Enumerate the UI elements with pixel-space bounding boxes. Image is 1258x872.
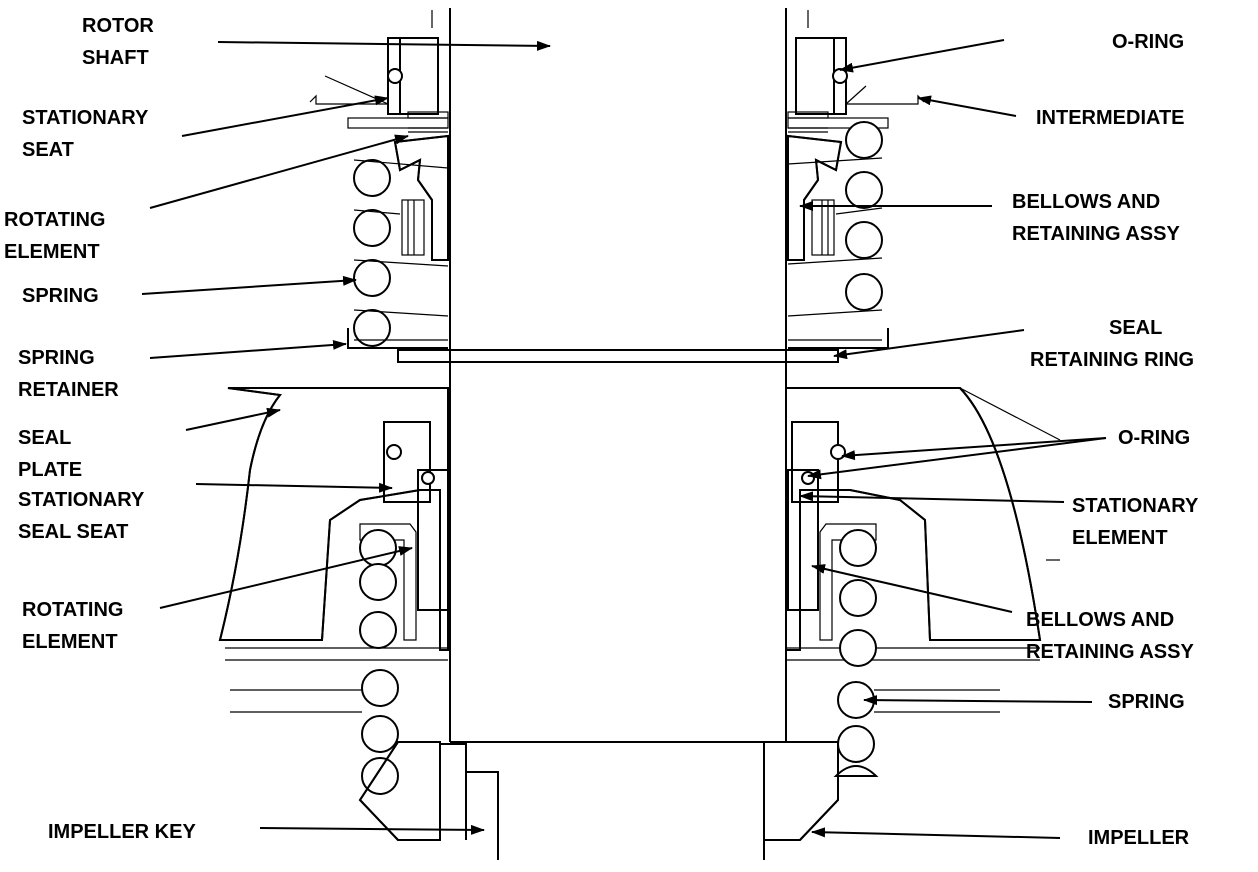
- label-bellows-bottom-line1: BELLOWS AND: [1026, 609, 1174, 631]
- label-spring-top: SPRING: [22, 285, 99, 307]
- seal-plate-left: [218, 387, 449, 661]
- label-bellows-top-line1: BELLOWS AND: [1012, 191, 1160, 213]
- arrow-rotor-shaft: [217, 40, 551, 51]
- leader-arrows: [141, 39, 1107, 839]
- label-rotor-shaft-line2: SHAFT: [82, 47, 149, 69]
- arrow-seal-plate: [185, 407, 281, 431]
- label-stationary-seat-line2: SEAT: [22, 139, 74, 161]
- label-stationary-element-line1: STATIONARY: [1072, 495, 1199, 517]
- arrow-intermediate: [917, 95, 1017, 117]
- top-seal-right: [787, 37, 925, 349]
- arrow-rotating-element-top: [149, 134, 409, 209]
- arrow-rotating-element-bottom: [159, 546, 413, 609]
- arrow-stationary-seat: [181, 95, 389, 137]
- label-rotating-element-top-line2: ELEMENT: [4, 241, 100, 263]
- label-o-ring-bottom: O-RING: [1118, 427, 1190, 449]
- arrow-seal-retaining-ring: [833, 329, 1025, 360]
- seal-plate-right: [785, 387, 1061, 661]
- label-o-ring-top: O-RING: [1112, 31, 1184, 53]
- arrow-o-ring-top: [839, 39, 1005, 73]
- label-stationary-seal-seat-line1: STATIONARY: [18, 489, 145, 511]
- label-bellows-top-line2: RETAINING ASSY: [1012, 223, 1180, 245]
- arrow-o-ring-bottom-b: [807, 437, 1107, 480]
- arrow-impeller: [811, 827, 1061, 839]
- label-intermediate: INTERMEDIATE: [1036, 107, 1185, 129]
- label-stationary-seat-line1: STATIONARY: [22, 107, 149, 129]
- label-rotating-element-bottom-line1: ROTATING: [22, 599, 123, 621]
- label-rotating-element-top-line1: ROTATING: [4, 209, 105, 231]
- label-spring-retainer-line2: RETAINER: [18, 379, 119, 401]
- label-rotating-element-bottom-line2: ELEMENT: [22, 631, 118, 653]
- arrow-spring-bottom: [863, 695, 1093, 706]
- arrow-spring-retainer: [149, 339, 347, 359]
- label-impeller-key: IMPELLER KEY: [48, 821, 196, 843]
- arrow-o-ring-bottom-a: [841, 437, 1107, 461]
- rotor-shaft: [431, 8, 809, 743]
- label-seal-retaining-ring-line1: SEAL: [1109, 317, 1162, 339]
- label-stationary-element-line2: ELEMENT: [1072, 527, 1168, 549]
- arrow-impeller-key: [259, 824, 485, 835]
- label-impeller: IMPELLER: [1088, 827, 1190, 849]
- arrow-spring-top: [141, 275, 357, 295]
- label-spring-retainer-line1: SPRING: [18, 347, 95, 369]
- impeller: [358, 741, 839, 860]
- arrow-stationary-element: [799, 491, 1065, 503]
- seal-retaining-ring: [397, 349, 839, 363]
- arrow-stationary-seal-seat: [195, 482, 393, 493]
- label-stationary-seal-seat-line2: SEAL SEAT: [18, 521, 128, 543]
- label-seal-retaining-ring-line2: RETAINING RING: [1030, 349, 1194, 371]
- lower-seal-right: [787, 421, 1000, 777]
- label-seal-plate-line1: SEAL: [18, 427, 71, 449]
- arrow-bellows-bottom: [811, 564, 1013, 613]
- labels: ROTOR SHAFT O-RING INTERMEDIATE STATIONA…: [4, 15, 1199, 849]
- label-seal-plate-line2: PLATE: [18, 459, 82, 481]
- label-spring-bottom: SPRING: [1108, 691, 1185, 713]
- label-bellows-bottom-line2: RETAINING ASSY: [1026, 641, 1194, 663]
- top-seal-left: [309, 37, 449, 349]
- label-rotor-shaft-line1: ROTOR: [82, 15, 154, 37]
- lower-seal-left: [230, 421, 449, 795]
